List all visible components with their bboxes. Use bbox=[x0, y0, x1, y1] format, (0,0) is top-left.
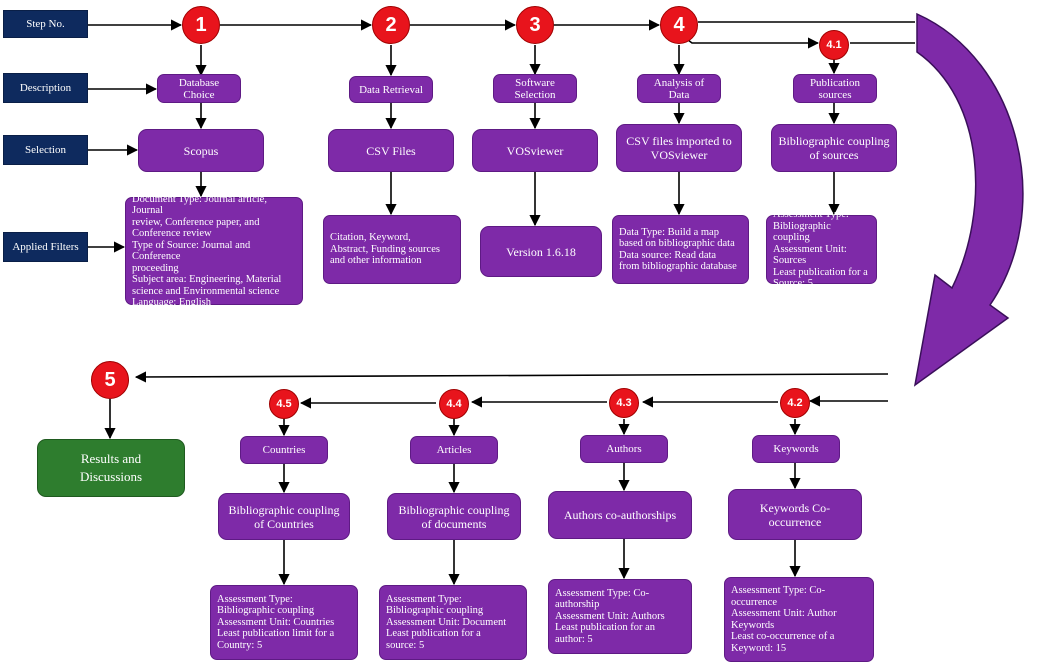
row-label-step-no: Step No. bbox=[3, 10, 88, 38]
filters-database: Document Type: Journal article, Journal … bbox=[125, 194, 303, 308]
description-publication-sources: Publication sources bbox=[793, 74, 877, 103]
description-database-choice: Database Choice bbox=[157, 74, 241, 103]
description-articles: Articles bbox=[410, 436, 498, 464]
filters-countries: Assessment Type: Bibliographic coupling … bbox=[210, 585, 358, 660]
step-circle-4-4: 4.4 bbox=[439, 389, 469, 419]
description-analysis-of-data: Analysis of Data bbox=[637, 74, 721, 103]
selection-vosviewer: VOSviewer bbox=[472, 129, 598, 172]
filters-authors: Assessment Type: Co- authorship Assessme… bbox=[548, 579, 692, 654]
step-circle-2: 2 bbox=[372, 6, 410, 44]
step-circle-4-2: 4.2 bbox=[780, 388, 810, 418]
step-circle-4: 4 bbox=[660, 6, 698, 44]
filters-analysis: Data Type: Build a map based on bibliogr… bbox=[612, 215, 749, 284]
selection-scopus: Scopus bbox=[138, 129, 264, 172]
description-countries: Countries bbox=[240, 436, 328, 464]
curved-flow-arrow bbox=[913, 12, 1024, 387]
selection-bibliographic-sources: Bibliographic coupling of sources bbox=[771, 124, 897, 172]
description-data-retrieval: Data Retrieval bbox=[349, 76, 433, 103]
step-circle-5: 5 bbox=[91, 361, 129, 399]
results-and-discussions: Results and Discussions bbox=[37, 439, 185, 497]
row-label-description: Description bbox=[3, 73, 88, 103]
row-label-applied-filters: Applied Filters bbox=[3, 232, 88, 262]
selection-csv-imported: CSV files imported to VOSviewer bbox=[616, 124, 742, 172]
selection-keywords-cooccurrence: Keywords Co- occurrence bbox=[728, 489, 862, 540]
filters-keywords: Assessment Type: Co- occurrence Assessme… bbox=[724, 577, 874, 662]
selection-csv-files: CSV Files bbox=[328, 129, 454, 172]
description-authors: Authors bbox=[580, 435, 668, 463]
description-keywords: Keywords bbox=[752, 435, 840, 463]
selection-bibliographic-documents: Bibliographic coupling of documents bbox=[387, 493, 521, 540]
filters-data-retrieval: Citation, Keyword, Abstract, Funding sou… bbox=[323, 215, 461, 284]
selection-authors-coauthorships: Authors co-authorships bbox=[548, 491, 692, 539]
selection-bibliographic-countries: Bibliographic coupling of Countries bbox=[218, 493, 350, 540]
step-circle-3: 3 bbox=[516, 6, 554, 44]
arrow-to-5 bbox=[134, 371, 889, 383]
step-circle-4-5: 4.5 bbox=[269, 389, 299, 419]
filters-publication-sources: Assessment Type: Bibliographic coupling … bbox=[766, 209, 877, 289]
row-label-selection: Selection bbox=[3, 135, 88, 165]
arrow-4-to-4-1 bbox=[687, 37, 820, 49]
filters-software-version: Version 1.6.18 bbox=[480, 226, 602, 277]
step-circle-4-3: 4.3 bbox=[609, 388, 639, 418]
step-circle-4-1: 4.1 bbox=[819, 30, 849, 60]
description-software-selection: Software Selection bbox=[493, 74, 577, 103]
step-circle-1: 1 bbox=[182, 6, 220, 44]
filters-articles: Assessment Type: Bibliographic coupling … bbox=[379, 585, 527, 660]
